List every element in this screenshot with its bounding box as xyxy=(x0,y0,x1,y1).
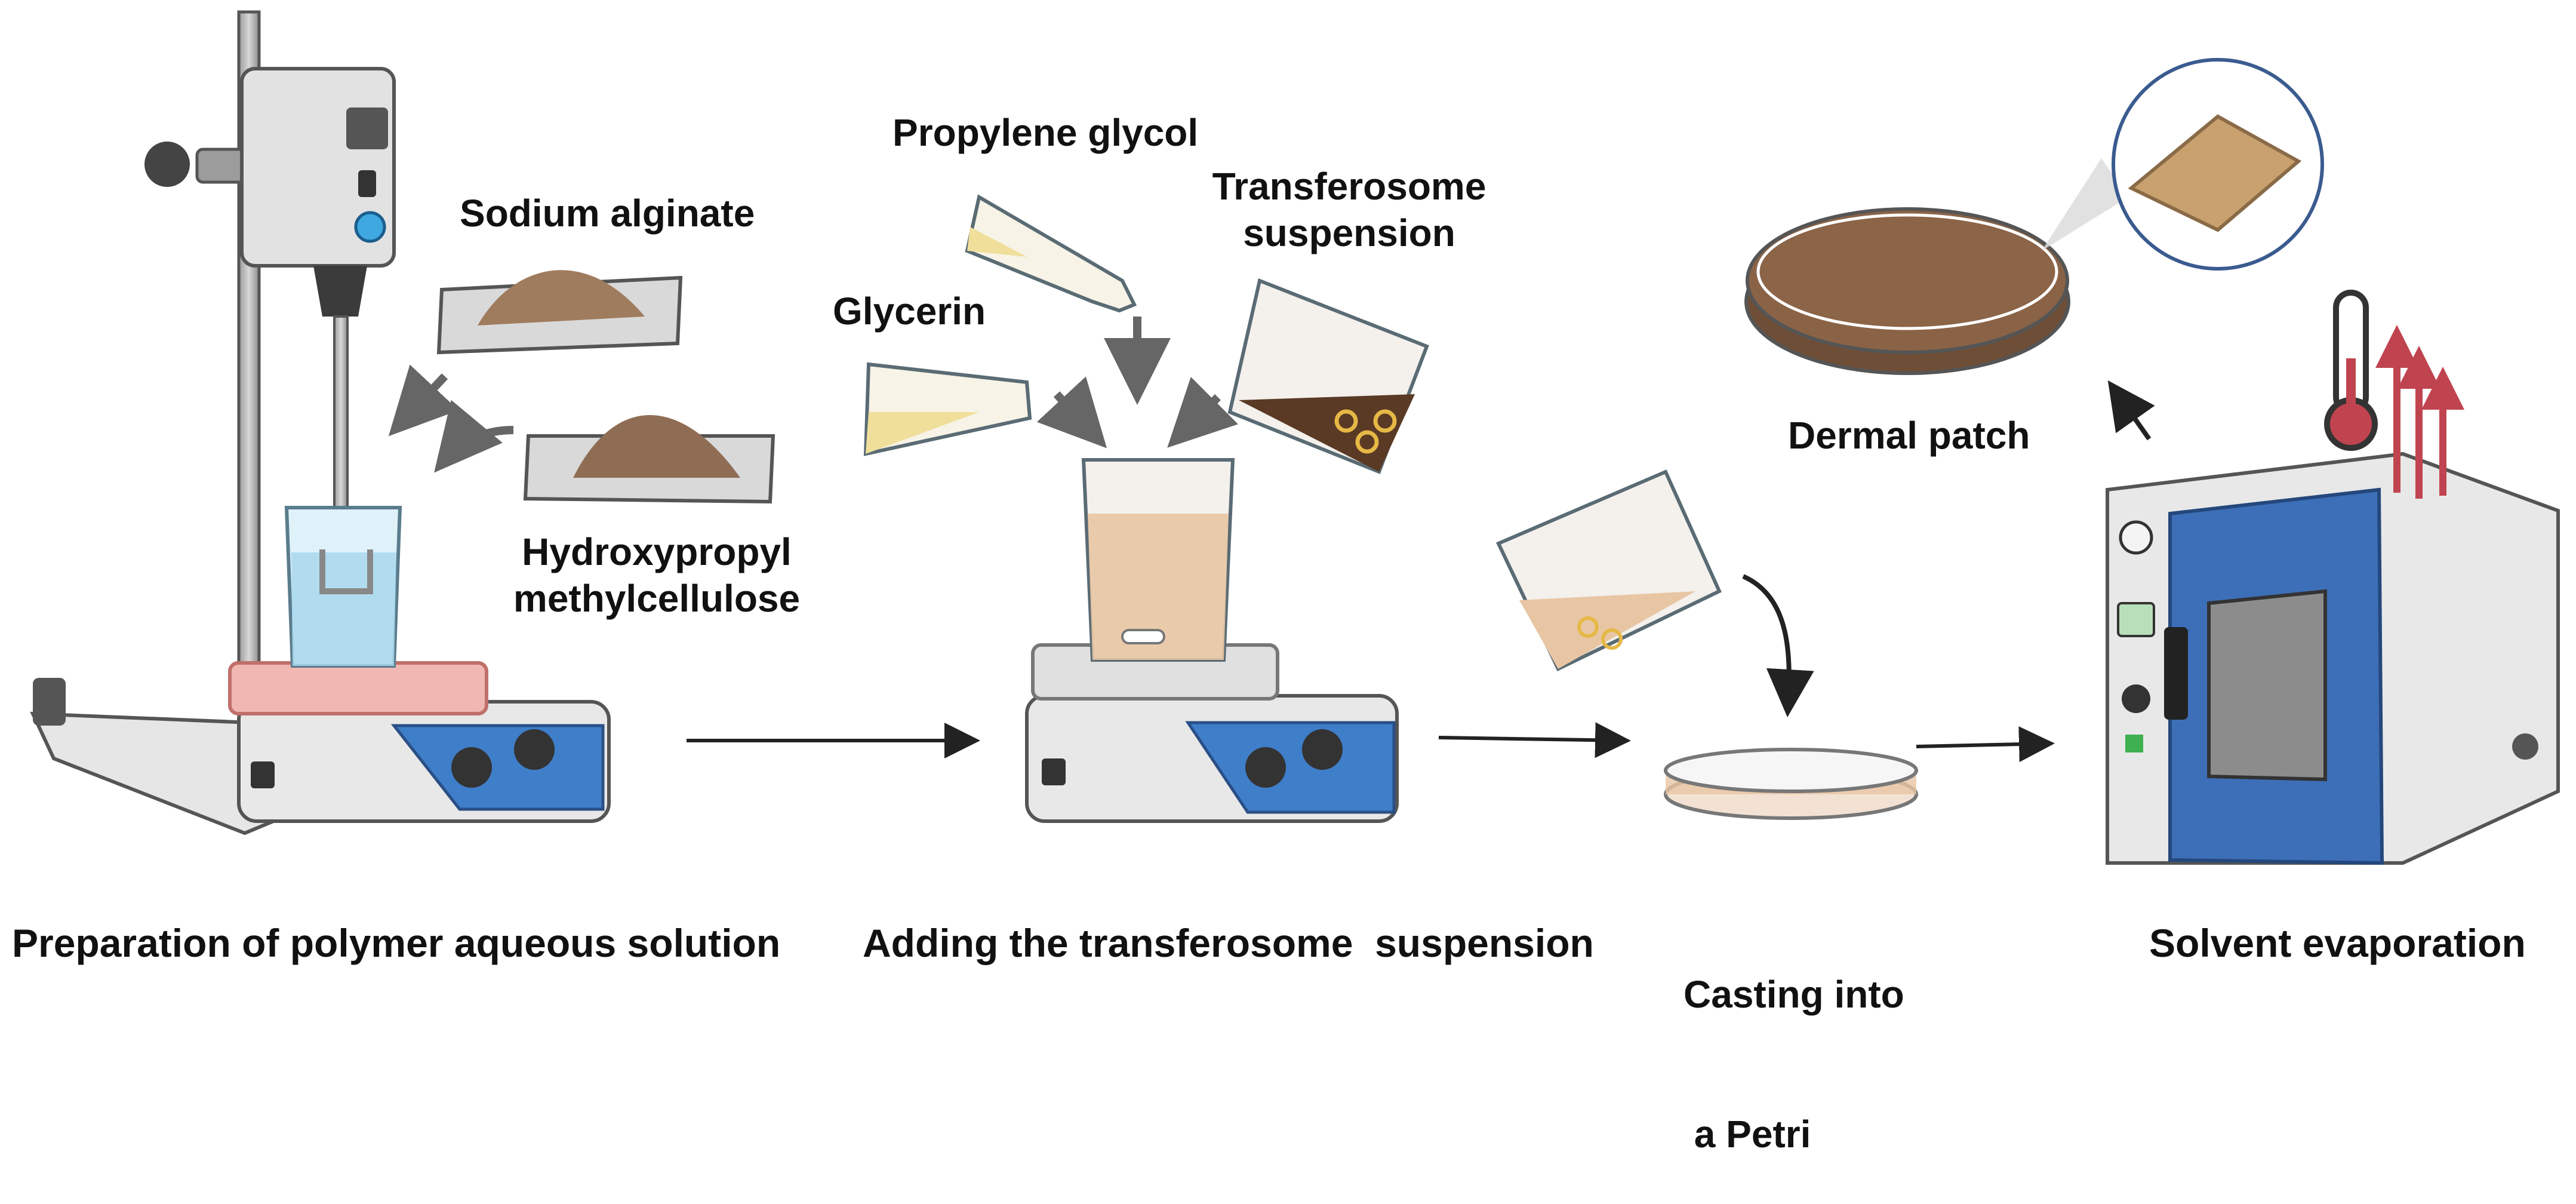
label-transferosome-line1: Transferosome xyxy=(1212,165,1486,208)
label-sodium-alginate: Sodium alginate xyxy=(460,192,755,235)
beaker-polymer-solution xyxy=(284,506,402,668)
clamp-knob-icon xyxy=(33,678,66,726)
label-hpmc-line2: methylcellulose xyxy=(513,577,801,620)
door-handle xyxy=(2164,627,2188,720)
label-dermal-patch: Dermal patch xyxy=(1788,414,2030,457)
thermometer-icon xyxy=(2324,290,2378,451)
add-glycerin-arrow xyxy=(1036,376,1107,449)
flask-glycerin xyxy=(863,362,1032,456)
label-transferosome: Transferosome suspension xyxy=(1194,163,1504,256)
label-propylene-glycol: Propylene glycol xyxy=(892,111,1199,154)
patch-petri-dish xyxy=(1744,207,2070,375)
speed-knob-icon xyxy=(451,747,492,788)
label-hpmc-line1: Hydroxypropyl xyxy=(522,530,792,573)
mixed-solution xyxy=(1088,514,1229,660)
petri-dish xyxy=(1664,748,1918,820)
pour-arrow xyxy=(1742,574,1814,717)
step-label-3-line2: a Petri xyxy=(1684,1113,1811,1156)
add-transferosome-arrow xyxy=(1167,377,1238,448)
transferosome-liquid xyxy=(1239,394,1415,472)
drying-oven xyxy=(2106,452,2560,865)
add-hpmc-arrow xyxy=(434,400,514,473)
sodium-alginate-tray xyxy=(436,270,683,355)
pouring-beaker xyxy=(1495,469,1722,672)
oven-knob-icon xyxy=(2122,684,2150,713)
hpmc-tray xyxy=(523,415,775,504)
flask-propylene-glycol xyxy=(965,194,1137,313)
heating-surface xyxy=(228,661,488,715)
polymer-solution xyxy=(291,552,396,666)
heat-knob-icon xyxy=(1302,729,1343,770)
beaker-mixture xyxy=(1081,458,1235,662)
hot-plate-1 xyxy=(228,661,611,823)
power-button-icon xyxy=(354,211,386,243)
step-label-3: Casting into a Petri xyxy=(1684,878,1904,1204)
pressure-gauge-icon xyxy=(2119,520,2153,555)
step-label-4: Solvent evaporation xyxy=(2149,921,2526,965)
alginate-powder xyxy=(478,270,645,325)
oven-window xyxy=(2207,589,2327,782)
clamp-screw-icon xyxy=(144,142,190,187)
add-alginate-arrow xyxy=(388,364,459,437)
hpmc-powder xyxy=(573,415,740,478)
heat-knob-icon xyxy=(514,729,555,770)
stir-bar xyxy=(1121,629,1165,644)
patch-magnifier xyxy=(2112,58,2324,271)
stage-arrow-2 xyxy=(1438,722,1631,758)
stage-arrow-3 xyxy=(1916,726,2055,763)
overhead-stirrer xyxy=(30,10,396,836)
label-transferosome-line2: suspension xyxy=(1243,211,1455,254)
label-glycerin: Glycerin xyxy=(833,290,986,333)
step-label-1: Preparation of polymer aqueous solution xyxy=(12,921,781,965)
label-hpmc: Hydroxypropyl methylcellulose xyxy=(501,529,812,622)
step-label-2: Adding the transferosome suspension xyxy=(863,921,1594,965)
oven-to-patch-arrow xyxy=(2107,380,2155,441)
workflow-diagram xyxy=(30,10,2560,865)
dermal-patch-icon xyxy=(2128,114,2302,232)
step-label-3-line1: Casting into xyxy=(1684,973,1904,1016)
hot-plate-2 xyxy=(1025,643,1399,823)
speed-knob-icon xyxy=(1245,747,1286,788)
heat-arrows-icon xyxy=(2375,325,2464,499)
beaker-transferosome xyxy=(1227,278,1429,474)
